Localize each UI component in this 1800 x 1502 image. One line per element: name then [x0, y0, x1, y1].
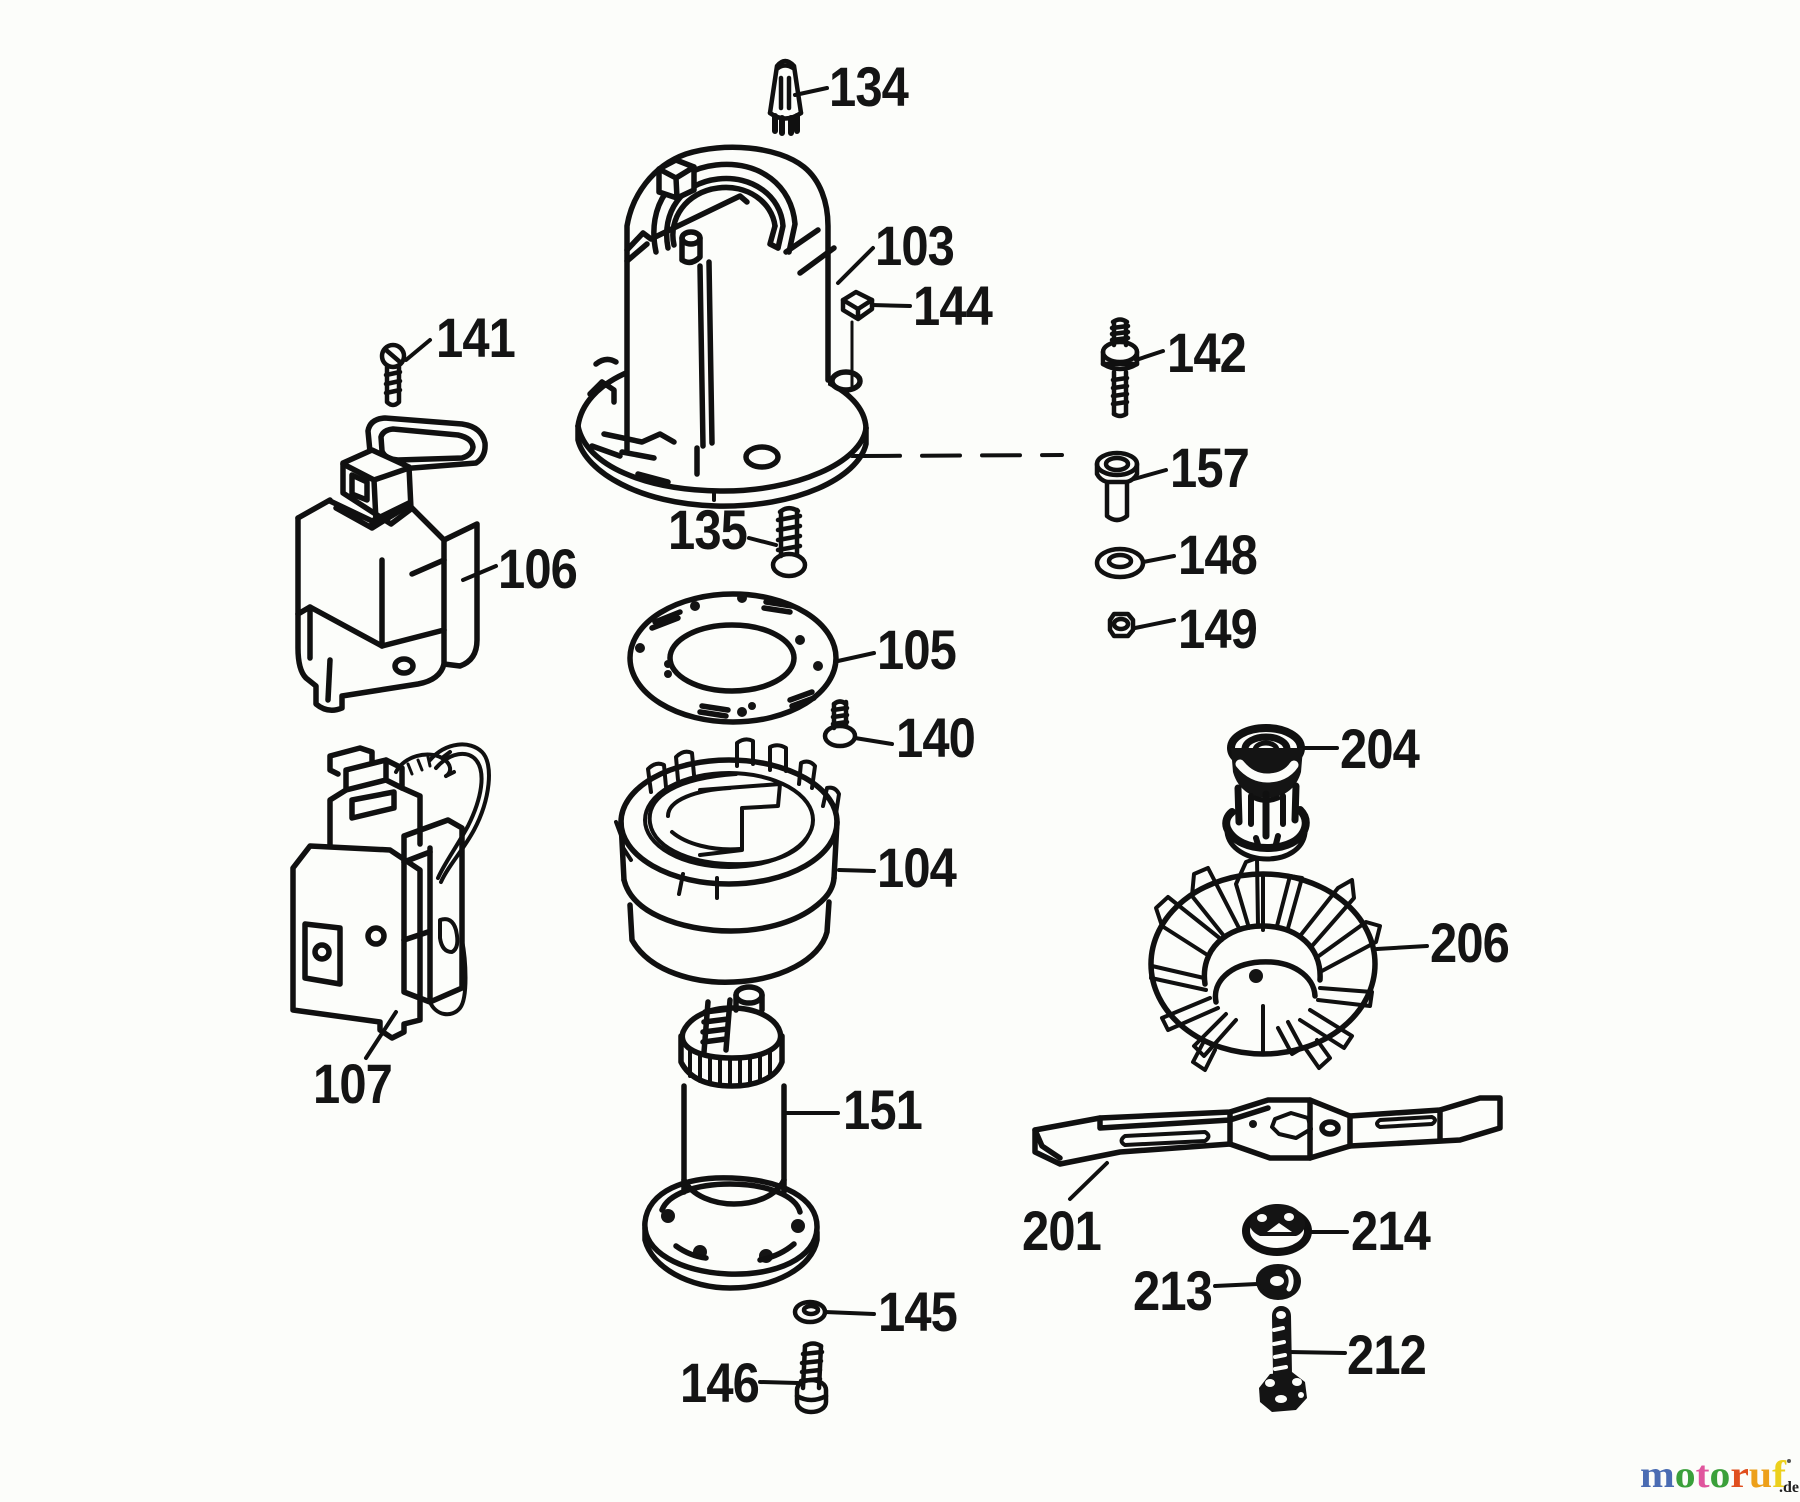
svg-text:144: 144	[913, 274, 993, 337]
svg-text:140: 140	[896, 706, 975, 769]
svg-text:212: 212	[1347, 1323, 1426, 1386]
svg-text:201: 201	[1022, 1199, 1101, 1262]
svg-text:134: 134	[829, 55, 909, 118]
svg-text:.de: .de	[1779, 1479, 1799, 1496]
svg-text:106: 106	[498, 537, 577, 600]
svg-text:107: 107	[313, 1052, 392, 1115]
svg-text:214: 214	[1351, 1199, 1431, 1262]
svg-text:146: 146	[680, 1351, 759, 1414]
svg-text:motoruf: motoruf	[1640, 1454, 1787, 1496]
svg-text:141: 141	[436, 306, 515, 369]
svg-text:213: 213	[1133, 1259, 1212, 1322]
svg-text:206: 206	[1430, 911, 1509, 974]
svg-text:204: 204	[1340, 717, 1420, 780]
svg-text:148: 148	[1178, 523, 1257, 586]
svg-text:103: 103	[875, 214, 954, 277]
svg-text:104: 104	[877, 836, 957, 899]
svg-text:157: 157	[1170, 436, 1249, 499]
svg-text:145: 145	[878, 1280, 957, 1343]
svg-text:149: 149	[1178, 597, 1257, 660]
svg-text:142: 142	[1167, 321, 1246, 384]
svg-text:151: 151	[843, 1078, 922, 1141]
svg-text:105: 105	[877, 618, 956, 681]
